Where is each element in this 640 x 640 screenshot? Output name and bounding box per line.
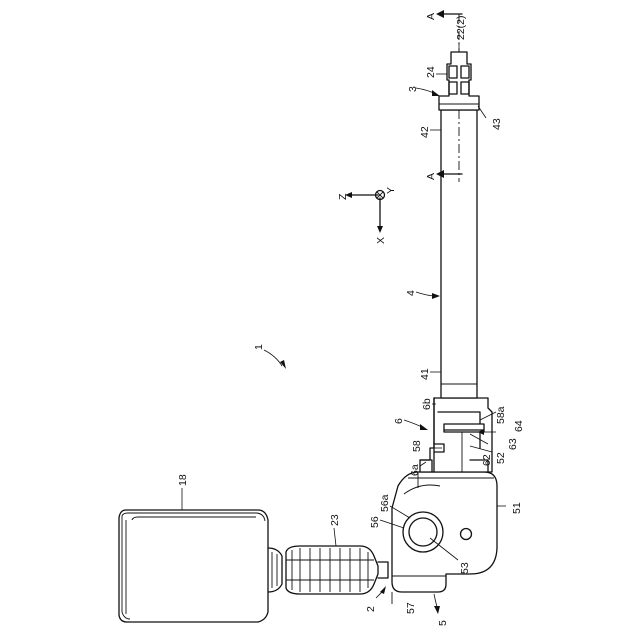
label-58: 58: [411, 440, 423, 452]
section-label-mid: A: [425, 173, 437, 180]
axis-y-label: Y: [385, 187, 397, 194]
label-6a: 6a: [409, 464, 421, 476]
label-56a: 56a: [379, 494, 391, 512]
label-23: 23: [329, 514, 341, 526]
label-42: 42: [419, 126, 431, 138]
label-63: 63: [507, 438, 519, 450]
bracket-5: [392, 472, 497, 604]
label-41: 41: [419, 368, 431, 380]
label-22: 22(2): [455, 15, 467, 40]
label-51: 51: [511, 502, 523, 514]
label-56: 56: [369, 516, 381, 528]
label-58a: 58a: [495, 406, 507, 424]
label-57: 57: [405, 602, 417, 614]
label-4: 4: [405, 290, 417, 296]
label-6b: 6b: [421, 398, 433, 410]
grip-23: [286, 528, 388, 594]
axis-x-label: X: [375, 237, 387, 244]
label-53: 53: [459, 562, 471, 574]
label-43: 43: [491, 118, 503, 130]
label-62-visible: 62: [481, 454, 493, 466]
label-1: 1: [253, 344, 265, 350]
label-24: 24: [425, 66, 437, 78]
label-5: 5: [437, 620, 449, 626]
end-fitting-3: [439, 52, 479, 110]
label-6: 6: [393, 418, 405, 424]
label-2: 2: [365, 606, 377, 612]
axis-z-label: Z: [337, 193, 349, 200]
neck: [268, 548, 282, 592]
buckle-18: [119, 488, 268, 622]
label-3: 3: [407, 86, 419, 92]
label-18: 18: [177, 474, 189, 486]
label-64: 64: [513, 420, 525, 432]
section-label-top: A: [425, 13, 437, 20]
axis-triad: [345, 191, 385, 234]
